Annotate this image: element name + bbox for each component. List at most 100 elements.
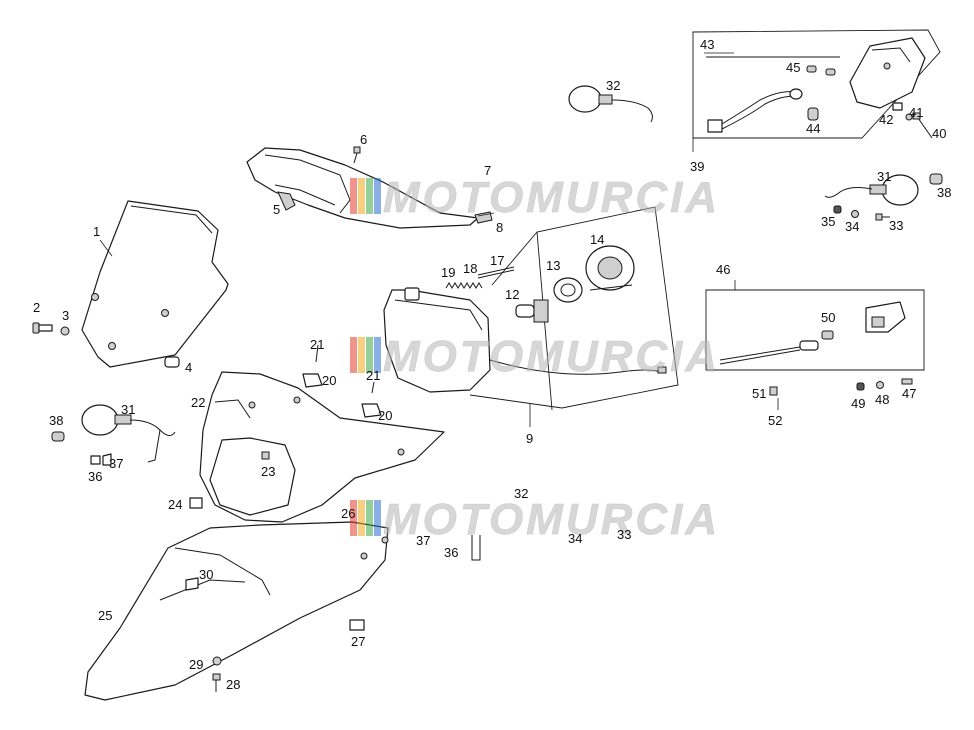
headlight-frame (469, 206, 679, 409)
bulb-38-right (929, 173, 943, 185)
callout: 35 (821, 214, 835, 229)
callout: 20 (322, 373, 336, 388)
callout: 30 (199, 567, 213, 582)
watermark-stripe-2 (358, 178, 365, 214)
watermark-stripe-3 (366, 178, 373, 214)
watermark-stripe-4 (374, 178, 381, 214)
watermark-text: MOTOMURCIA (383, 332, 720, 381)
watermark-top: MOTOMURCIA (350, 173, 720, 222)
callout: 40 (932, 126, 946, 141)
watermark-middle: MOTOMURCIA (350, 332, 720, 381)
adjust-screw-17 (477, 266, 515, 279)
callout: 31 (121, 402, 135, 417)
watermark-text: MOTOMURCIA (383, 173, 720, 222)
turn-signal-right (824, 174, 919, 206)
clip-51 (769, 386, 778, 396)
front-fairing (199, 371, 445, 523)
callout: 43 (700, 37, 714, 52)
clip-27 (349, 619, 365, 631)
callout: 37 (416, 533, 430, 548)
callout: 48 (875, 392, 889, 407)
nut-37-left (90, 453, 112, 466)
harness-43 (707, 88, 803, 133)
callout: 25 (98, 608, 112, 623)
callout: 21 (366, 368, 380, 383)
watermark-stripe-4 (374, 337, 381, 373)
watermark-stripe-3 (366, 337, 373, 373)
clip-24 (189, 497, 203, 509)
headlight-cap-14 (585, 245, 635, 291)
callout: 37 (109, 456, 123, 471)
clip-32-low (471, 535, 481, 561)
nut-49 (856, 382, 865, 391)
callouts: 1 2 3 4 5 6 7 8 9 12 13 14 17 18 19 20 2… (33, 37, 951, 692)
callout: 20 (378, 408, 392, 423)
callout: 27 (351, 634, 365, 649)
clip-8 (474, 211, 493, 224)
wire-50 (719, 340, 819, 365)
washer-34 (851, 210, 859, 218)
watermark-stripe-1 (350, 178, 357, 214)
watermark-stripe-1 (350, 337, 357, 373)
watermark-stripe-1 (350, 500, 357, 536)
screw-28 (212, 673, 221, 692)
callout: 3 (62, 308, 69, 323)
callout: 28 (226, 677, 240, 692)
taillight-lens (849, 37, 926, 109)
license-light (865, 301, 906, 333)
headlight-body (383, 287, 491, 393)
callout: 50 (821, 310, 835, 325)
washer-48 (876, 381, 884, 389)
callout: 4 (185, 360, 192, 375)
screw-6 (353, 146, 361, 164)
bulb-holder-13 (553, 277, 583, 303)
callout: 14 (590, 232, 604, 247)
callout: 26 (341, 506, 355, 521)
callout: 17 (490, 253, 504, 268)
callout: 2 (33, 300, 40, 315)
wire-9 (489, 359, 661, 375)
clip-30 (185, 577, 199, 591)
screw-47 (901, 378, 913, 385)
callout: 23 (261, 464, 275, 479)
callout: 21 (310, 337, 324, 352)
callout: 5 (273, 202, 280, 217)
leaders (99, 52, 779, 427)
callout: 12 (505, 287, 519, 302)
watermark-stripe-2 (358, 500, 365, 536)
clip-20-a (302, 344, 323, 388)
nut-35 (833, 205, 842, 214)
screw-33 (875, 213, 890, 221)
spring-18 (445, 282, 483, 289)
washer-3 (60, 326, 70, 336)
callout: 39 (690, 159, 704, 174)
callout: 8 (496, 220, 503, 235)
callout: 38 (937, 185, 951, 200)
callout: 22 (191, 395, 205, 410)
callout: 34 (845, 219, 859, 234)
nut-4 (164, 356, 180, 368)
callout: 9 (526, 431, 533, 446)
callout: 7 (484, 163, 491, 178)
rear-signal-32 (568, 85, 653, 123)
clip-20-b (361, 381, 382, 418)
callout: 46 (716, 262, 730, 277)
bulb-12 (515, 299, 549, 323)
callout: 31 (877, 169, 891, 184)
screw-2 (32, 322, 53, 334)
callout: 45 (786, 60, 800, 75)
callout: 42 (879, 112, 893, 127)
bulb-50 (821, 330, 834, 340)
callout: 29 (189, 657, 203, 672)
callout: 36 (444, 545, 458, 560)
callout: 19 (441, 265, 455, 280)
bulb-38-left (51, 431, 65, 442)
washer-41 (905, 113, 913, 121)
callout: 41 (909, 105, 923, 120)
callout: 34 (568, 531, 582, 546)
callout: 36 (88, 469, 102, 484)
screw-40 (912, 112, 933, 139)
front-mudguard (84, 521, 389, 701)
